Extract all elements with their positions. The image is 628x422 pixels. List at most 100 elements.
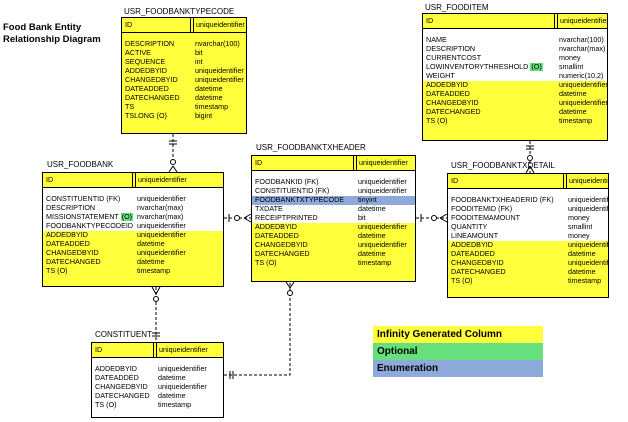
column-name-text: CHANGEDBYID	[125, 76, 178, 84]
diagram-title: Food Bank Entity Relationship Diagram	[3, 22, 101, 45]
column-name: CONSTITUENTID (FK)	[43, 195, 135, 204]
column-name-text: TSLONG (O)	[125, 112, 167, 120]
column-name-text: SEQUENCE	[125, 58, 166, 66]
column-name-text: ID	[426, 16, 434, 25]
column-type: datetime	[568, 268, 596, 276]
column-name: ID	[122, 18, 193, 32]
column-name: TXDATE	[252, 205, 356, 214]
column-name-text: ID	[125, 20, 133, 29]
column-name-text: DATECHANGED	[125, 94, 180, 102]
column-name-text: DATECHANGED	[451, 268, 506, 276]
column-name-text: DESCRIPTION	[46, 204, 96, 212]
column-type: timestamp	[195, 103, 229, 111]
column-name-text: CHANGEDBYID	[255, 241, 308, 249]
column-name: TS (O)	[92, 401, 156, 410]
column-name: QUANTITY	[448, 223, 566, 232]
column-name-text: RECEIPTPRINTED	[255, 214, 318, 222]
column-row-dateadded: DATEADDED datetime	[43, 240, 223, 249]
column-row-tslong-o: TSLONG (O) bigint	[122, 112, 246, 121]
column-name: CONSTITUENTID (FK)	[252, 187, 356, 196]
column-name-text: DATEADDED	[46, 240, 90, 248]
legend-generated: Infinity Generated Column	[373, 326, 543, 343]
optional-marker: (O)	[120, 213, 134, 221]
column-name: LINEAMOUNT	[448, 232, 566, 241]
column-name: FOODITEMAMOUNT	[448, 214, 566, 223]
entity-body: FOODBANKTXHEADERID (FK)uniqueidentifierF…	[448, 189, 608, 297]
column-name-text: CURRENTCOST	[426, 54, 482, 62]
column-type: datetime	[195, 85, 223, 93]
column-row-lowinventorythreshold: LOWINVENTORYTHRESHOLD (O)smallint	[423, 63, 607, 72]
column-name: DATEADDED	[92, 374, 156, 383]
column-row-sequence: SEQUENCE int	[122, 58, 246, 67]
column-type: uniqueidentifier	[137, 222, 186, 230]
column-type: uniqueidentifier	[195, 76, 244, 84]
column-name-text: QUANTITY	[451, 223, 488, 231]
column-type: datetime	[137, 240, 165, 248]
rel-txheader-txdetail	[416, 213, 448, 223]
column-name-text: CHANGEDBYID	[46, 249, 99, 257]
column-type: uniqueidentifier	[356, 156, 408, 170]
column-type: datetime	[568, 250, 596, 258]
column-type: datetime	[358, 232, 386, 240]
column-name-text: ADDEDBYID	[255, 223, 297, 231]
column-name-text: FOODITEMID (FK)	[451, 205, 513, 213]
column-name: DATEADDED	[448, 250, 566, 259]
column-type: uniqueidentifier	[135, 173, 187, 187]
column-name-text: CONSTITUENTID (FK)	[255, 187, 330, 195]
column-type: datetime	[137, 258, 165, 266]
column-name-text: TS (O)	[451, 277, 473, 285]
column-name-text: FOODBANKTXHEADERID (FK)	[451, 196, 554, 204]
column-type: uniqueidentifier	[568, 205, 608, 213]
column-type: nvarchar(100)	[559, 36, 604, 44]
column-type: uniqueidentifier	[137, 231, 186, 239]
column-type: datetime	[158, 392, 186, 400]
column-type: uniqueidentifier	[193, 18, 245, 32]
column-name-text: FOODBANKID (FK)	[255, 178, 319, 186]
column-name: TS (O)	[423, 117, 557, 126]
column-name: DATECHANGED	[448, 268, 566, 277]
column-row-constituentid-fk: CONSTITUENTID (FK)uniqueidentifier	[43, 195, 223, 204]
column-divider	[132, 173, 133, 188]
column-type: uniqueidentifier	[137, 249, 186, 257]
column-name: DATEADDED	[122, 85, 193, 94]
column-name-text: ADDEDBYID	[95, 365, 137, 373]
column-type: int	[195, 58, 203, 66]
column-name: ADDEDBYID	[92, 365, 156, 374]
column-type: nvarchar(max)	[137, 204, 184, 212]
column-type: datetime	[158, 374, 186, 382]
column-name: FOODBANKTYPECODEID (FK)	[43, 222, 135, 231]
column-name: DATEADDED	[423, 90, 557, 99]
rel-fooditem-txdetail	[525, 141, 535, 174]
primary-key-row: ID uniqueidentifier	[122, 18, 246, 33]
column-type: nvarchar(100)	[195, 40, 240, 48]
column-name-text: DATEADDED	[255, 232, 299, 240]
column-name-text: ADDEDBYID	[451, 241, 493, 249]
column-name-text: CHANGEDBYID	[95, 383, 148, 391]
column-row-ts-o: TS (O)timestamp	[448, 277, 608, 286]
optional-marker: (O)	[530, 63, 543, 71]
column-name: CHANGEDBYID	[423, 99, 557, 108]
column-name-text: FOODBANKTYPECODEID (FK)	[46, 222, 135, 230]
column-name: CHANGEDBYID	[448, 259, 566, 268]
column-type: bigint	[195, 112, 213, 120]
column-name-text: DATEADDED	[451, 250, 495, 258]
column-name-text: WEIGHT	[426, 72, 455, 80]
column-name: DATECHANGED	[92, 392, 156, 401]
column-row-constituentid-fk: CONSTITUENTID (FK)uniqueidentifier	[252, 187, 415, 196]
column-name: FOODBANKTXTYPECODE	[252, 196, 356, 205]
column-name: ID	[92, 343, 156, 357]
column-name: ADDEDBYID	[122, 67, 193, 76]
rel-foodbank-txheader	[224, 213, 252, 223]
